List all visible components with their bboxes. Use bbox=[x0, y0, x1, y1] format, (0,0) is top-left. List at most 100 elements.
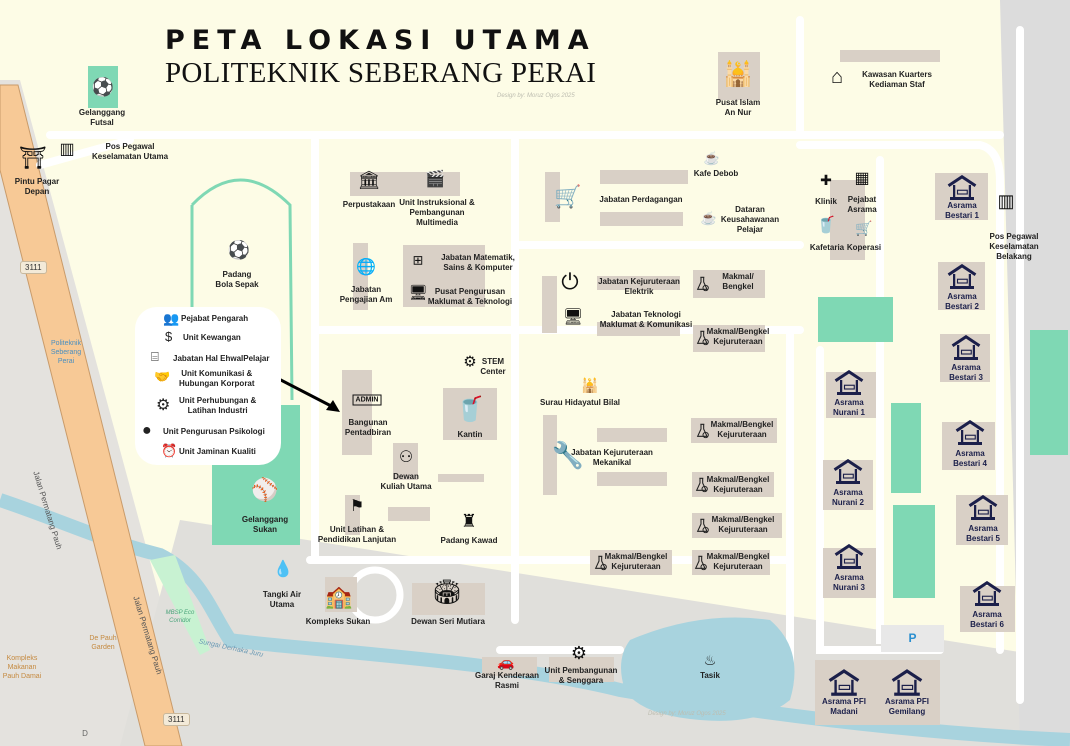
label-asrama-bestari-5[interactable]: Asrama Bestari 5 bbox=[966, 524, 1000, 543]
legend-item[interactable]: Unit Kewangan bbox=[183, 333, 241, 342]
label-dewan-seri-mutiara[interactable]: Dewan Seri Mutiara bbox=[411, 617, 485, 626]
car-icon: 🚗 bbox=[497, 654, 515, 670]
label-padang-bola[interactable]: Padang Bola Sepak bbox=[215, 270, 259, 289]
legend-item[interactable]: Pejabat Pengarah bbox=[181, 314, 249, 323]
legend-item[interactable]: Unit Komunikasi & Hubungan Korporat bbox=[179, 369, 255, 388]
family-house-icon: ⌂ bbox=[830, 66, 844, 88]
label-jabatan-matematik[interactable]: Jabatan Matematik, Sains & Komputer bbox=[441, 253, 515, 272]
poly-map-label: Politeknik Seberang Perai bbox=[50, 340, 82, 365]
green-area bbox=[818, 297, 893, 342]
label-makmal-bengkel[interactable]: Makmal/Bengkel Kejuruteraan bbox=[604, 552, 668, 571]
label-jtmk[interactable]: Jabatan Teknologi Maklumat & Komunikasi bbox=[599, 310, 693, 329]
label-dewan-kuliah[interactable]: Dewan Kuliah Utama bbox=[380, 472, 432, 491]
stem-icon: ⚙ bbox=[463, 353, 477, 371]
map-title: PETA LOKASI UTAMA bbox=[165, 25, 596, 56]
label-pejabat-asrama[interactable]: Pejabat Asrama bbox=[847, 195, 877, 214]
building bbox=[590, 550, 672, 575]
hostel-icon bbox=[828, 669, 860, 697]
lab-icon bbox=[695, 423, 711, 439]
label-asrama-nurani-1[interactable]: Asrama Nurani 1 bbox=[832, 398, 866, 417]
label-tangki-air[interactable]: Tangki Air Utama bbox=[262, 590, 302, 609]
label-surau[interactable]: Surau Hidayatul Bilal bbox=[539, 398, 621, 407]
label-kompleks-sukan[interactable]: Kompleks Sukan bbox=[305, 617, 371, 626]
label-pintu-pagar[interactable]: Pintu Pagar Depan bbox=[14, 177, 60, 196]
building bbox=[350, 172, 460, 196]
label-klinik[interactable]: Klinik bbox=[815, 197, 837, 206]
label-kuarters[interactable]: Kawasan Kuarters Kediaman Staf bbox=[862, 70, 932, 89]
building bbox=[345, 495, 360, 535]
futsal-court bbox=[88, 66, 118, 108]
parking-area[interactable]: P bbox=[881, 625, 944, 652]
label-asrama-pfi-madani[interactable]: Asrama PFI Madani bbox=[821, 697, 867, 716]
plug-icon: ⏻ bbox=[561, 269, 579, 294]
label-unit-pembangunan-senggara[interactable]: Unit Pembangunan & Senggara bbox=[544, 666, 618, 685]
label-kafetaria[interactable]: Kafetaria bbox=[809, 243, 845, 252]
label-kejuruteraan-mekanikal[interactable]: Jabatan Kejuruteraan Mekanikal bbox=[571, 448, 653, 467]
library-icon: 🏛 bbox=[357, 170, 381, 190]
clinic-icon: ✚ bbox=[820, 172, 832, 188]
desk-icon: ⌸ bbox=[151, 349, 159, 364]
label-bangunan-pentadbiran[interactable]: Bangunan Pentadbiran bbox=[344, 418, 392, 437]
people-icon: 👥 bbox=[163, 311, 180, 326]
computer-gear-icon: 🖥 bbox=[562, 309, 584, 326]
legend-item[interactable]: Jabatan Hal EhwalPelajar bbox=[173, 354, 270, 363]
mosque-icon: 🕌 bbox=[581, 377, 599, 393]
legend-item[interactable]: Unit Jaminan Kualiti bbox=[179, 447, 256, 456]
office-building-icon: ▦ bbox=[854, 170, 870, 187]
building bbox=[692, 550, 770, 575]
label-koperasi[interactable]: Koperasi bbox=[846, 243, 882, 252]
building bbox=[325, 577, 357, 612]
guard-post-icon: ▥ bbox=[997, 191, 1015, 211]
label-makmal-bengkel[interactable]: Makmal/ Bengkel bbox=[722, 272, 754, 291]
building bbox=[353, 243, 368, 310]
building bbox=[549, 657, 614, 682]
gate-icon: ⛩ bbox=[19, 145, 47, 170]
legend-item[interactable]: Unit Perhubungan & Latihan Industri bbox=[179, 396, 257, 415]
label-pengajian-am[interactable]: Jabatan Pengajian Am bbox=[339, 285, 393, 304]
label-gelanggang-sukan[interactable]: Gelanggang Sukan bbox=[241, 515, 289, 534]
building bbox=[597, 428, 667, 442]
label-asrama-bestari-6[interactable]: Asrama Bestari 6 bbox=[970, 610, 1004, 629]
label-asrama-bestari-3[interactable]: Asrama Bestari 3 bbox=[949, 363, 983, 382]
label-unit-instruksional[interactable]: Unit Instruksional & Pembangunan Multime… bbox=[399, 198, 475, 227]
building bbox=[830, 180, 865, 260]
building bbox=[840, 50, 940, 62]
sports-balls-icon: ⚾ bbox=[251, 477, 279, 502]
label-makmal-bengkel[interactable]: Makmal/Bengkel Kejuruteraan bbox=[706, 552, 770, 571]
label-unit-latihan[interactable]: Unit Latihan & Pendidikan Lanjutan bbox=[317, 525, 397, 544]
label-kafe-debob[interactable]: Kafe Debob bbox=[693, 169, 739, 178]
label-dataran-keusahawanan[interactable]: Dataran Keusahawanan Pelajar bbox=[720, 205, 780, 234]
legend-item[interactable]: Unit Pengurusan Psikologi bbox=[163, 427, 265, 436]
label-kejuruteraan-elektrik[interactable]: Jabatan Kejuruteraan Elektrik bbox=[598, 277, 680, 296]
label-pos-pegawal-belakang[interactable]: Pos Pegawal Keselamatan Belakang bbox=[989, 232, 1039, 261]
label-asrama-bestari-2[interactable]: Asrama Bestari 2 bbox=[945, 292, 979, 311]
building bbox=[597, 472, 667, 486]
label-asrama-nurani-3[interactable]: Asrama Nurani 3 bbox=[832, 573, 866, 592]
label-perpustakaan[interactable]: Perpustakaan bbox=[342, 200, 396, 209]
drink-icon: ☕ bbox=[703, 150, 721, 166]
label-gelanggang-futsal[interactable]: Gelanggang Futsal bbox=[78, 108, 126, 127]
sports-complex-icon: 🏫 bbox=[325, 584, 353, 609]
hostel-icon bbox=[891, 669, 923, 697]
building bbox=[597, 276, 680, 290]
label-pusat-islam[interactable]: Pusat Islam An Nur bbox=[715, 98, 761, 117]
label-makmal-bengkel[interactable]: Makmal/Bengkel Kejuruteraan bbox=[706, 475, 770, 494]
building bbox=[823, 548, 876, 598]
label-makmal-bengkel[interactable]: Makmal/Bengkel Kejuruteraan bbox=[711, 515, 775, 534]
label-padang-kawad[interactable]: Padang Kawad bbox=[440, 536, 498, 545]
label-tasik[interactable]: Tasik bbox=[700, 671, 720, 680]
label-makmal-bengkel[interactable]: Makmal/Bengkel Kejuruteraan bbox=[706, 327, 770, 346]
label-kantin[interactable]: Kantin bbox=[457, 430, 483, 439]
label-stem-center[interactable]: STEM Center bbox=[480, 357, 506, 376]
label-asrama-bestari-1[interactable]: Asrama Bestari 1 bbox=[945, 201, 979, 220]
label-jabatan-perdagangan[interactable]: Jabatan Perdagangan bbox=[599, 195, 683, 204]
label-makmal-bengkel[interactable]: Makmal/Bengkel Kejuruteraan bbox=[710, 420, 774, 439]
label-ppmt[interactable]: Pusat Pengurusan Maklumat & Teknologi bbox=[427, 287, 513, 306]
building bbox=[543, 415, 557, 495]
label-pos-pegawal-utama[interactable]: Pos Pegawal Keselamatan Utama bbox=[91, 142, 169, 161]
label-asrama-nurani-2[interactable]: Asrama Nurani 2 bbox=[831, 488, 865, 507]
label-asrama-pfi-gemilang[interactable]: Asrama PFI Gemilang bbox=[884, 697, 930, 716]
label-garaj[interactable]: Garaj Kenderaan Rasmi bbox=[474, 671, 540, 690]
hostel-icon bbox=[955, 420, 985, 446]
label-asrama-bestari-4[interactable]: Asrama Bestari 4 bbox=[953, 449, 987, 468]
